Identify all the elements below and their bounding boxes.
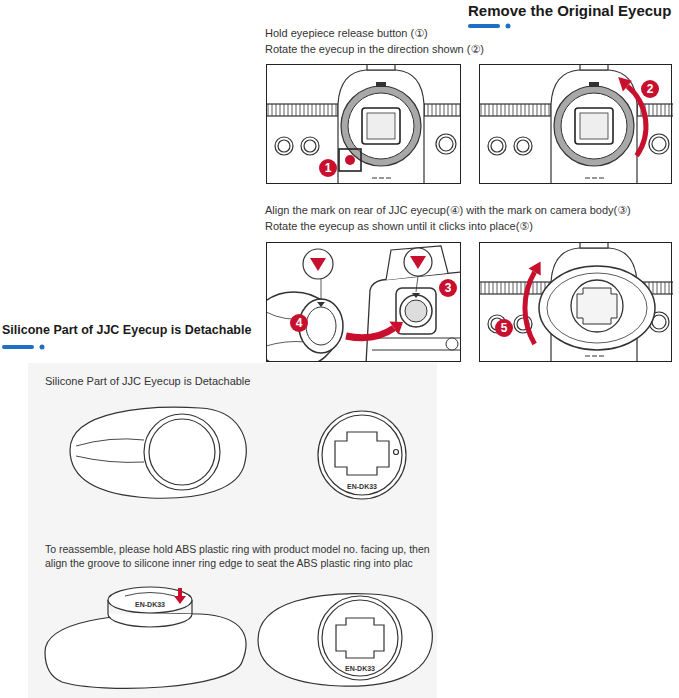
- camera-back: [529, 262, 541, 276]
- camera-perspective: [400, 295, 432, 327]
- callout-number: 4: [290, 314, 308, 332]
- camera-perspective: [396, 288, 436, 334]
- accent-bar: [40, 345, 45, 350]
- section-heading: Remove the Original Eyecup: [468, 1, 671, 21]
- camera-perspective: [321, 279, 322, 300]
- callout-number: 1: [319, 159, 337, 177]
- camera-back: [479, 64, 673, 184]
- instruction-text: To reassemble, please hold ABS plastic r…: [45, 543, 440, 570]
- illustration-panel: 5: [479, 242, 672, 362]
- eyecup-side: [178, 588, 182, 597]
- eyecup-side: [108, 587, 192, 613]
- camera-back: [571, 280, 623, 332]
- eyecup-front: [76, 439, 144, 463]
- eyecup-assembled: [322, 600, 398, 676]
- eyecup-front: [144, 414, 220, 490]
- eyecup-front: [149, 419, 215, 485]
- accent-bar: [506, 24, 511, 29]
- eyecup-assembled: [258, 594, 432, 686]
- model-number: EN-DK33: [347, 483, 377, 490]
- camera-perspective: [404, 248, 432, 276]
- eyecup-side: [45, 614, 246, 689]
- accent-bar: [468, 24, 500, 28]
- instruction-text: Hold eyepiece release button (①): [265, 26, 428, 40]
- camera-perspective: [317, 302, 325, 307]
- plastic-ring: [322, 415, 402, 495]
- eyecup-assembled: [318, 596, 402, 680]
- eyecup-side: [45, 587, 246, 688]
- plastic-ring: [318, 411, 406, 499]
- camera-perspective: [310, 258, 326, 271]
- eyecup-side: [174, 596, 186, 604]
- camera-perspective: [303, 249, 333, 279]
- panel-caption: Silicone Part of JJC Eyecup is Detachabl…: [45, 374, 250, 388]
- camera-perspective: [405, 300, 427, 322]
- instruction-text: Rotate the eyecup as shown until it clic…: [265, 219, 533, 233]
- eyecup-front: [70, 407, 246, 498]
- model-number: EN-DK33: [135, 601, 165, 608]
- eyecup-front: [70, 407, 246, 498]
- callout-number: 5: [495, 319, 513, 337]
- eyecup-assembled: [336, 618, 384, 658]
- camera-back: [577, 288, 617, 324]
- accent-bar: [2, 345, 34, 349]
- camera-back: [618, 77, 632, 92]
- instruction-text: Align the mark on rear of JJC eyecup(④) …: [265, 203, 631, 217]
- panel-ground: [28, 363, 437, 698]
- plastic-ring: [318, 411, 406, 499]
- camera-back: [525, 272, 535, 344]
- camera-back: [627, 86, 646, 156]
- plastic-ring: [335, 432, 389, 475]
- eyecup-side: [125, 593, 175, 597]
- camera-perspective: [446, 338, 458, 350]
- camera-perspective: [306, 307, 336, 345]
- camera-back: [479, 242, 673, 362]
- camera-perspective: [416, 276, 418, 292]
- section-heading: Silicone Part of JJC Eyecup is Detachabl…: [2, 322, 251, 338]
- camera-perspective: [370, 338, 460, 350]
- plastic-ring: [394, 450, 399, 455]
- instruction-text: Rotate the eyecup in the direction shown…: [265, 42, 484, 56]
- illustration-panel: 2: [479, 64, 672, 184]
- camera-perspective: [412, 293, 420, 298]
- camera-back: [539, 266, 655, 350]
- camera-perspective: [346, 328, 394, 338]
- model-number: EN-DK33: [345, 665, 375, 672]
- camera-back: [479, 242, 673, 362]
- camera-perspective: [386, 246, 448, 280]
- camera-back: [479, 64, 673, 184]
- camera-perspective: [266, 246, 460, 362]
- camera-back: [554, 82, 634, 166]
- instruction-panel: Silicone Part of JJC Eyecup is Detachabl…: [28, 363, 437, 698]
- camera-perspective: [410, 256, 426, 269]
- camera-perspective: [366, 272, 460, 362]
- illustration-panel: 1: [266, 64, 461, 184]
- eyecup-side: [108, 614, 192, 627]
- camera-back: [547, 273, 647, 343]
- illustration-panel: 43: [266, 242, 461, 362]
- camera-back: [266, 64, 460, 184]
- camera-back: [341, 82, 421, 166]
- accent-bar: [2, 24, 511, 350]
- eyecup-assembled: [258, 594, 432, 686]
- camera-back: [266, 64, 460, 184]
- camera-back: [345, 155, 355, 165]
- callout-number: 3: [439, 279, 457, 297]
- camera-back: [339, 149, 361, 171]
- callout-number: 2: [641, 80, 659, 98]
- camera-perspective: [389, 321, 403, 334]
